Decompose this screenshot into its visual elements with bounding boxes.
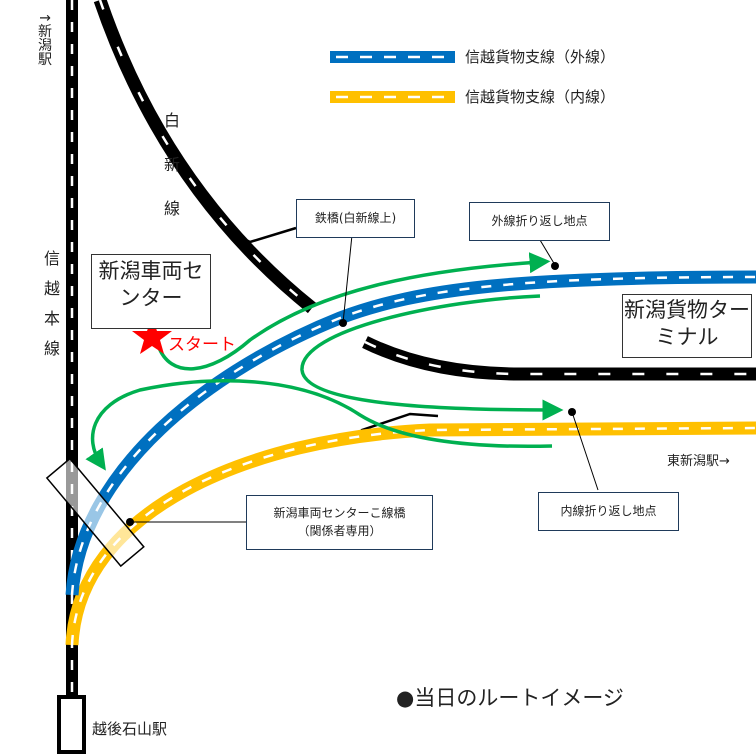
legend-inner-label: 信越貨物支線（内線）	[465, 88, 616, 106]
overpass-callout: 新潟車両センターこ線橋 （関係者専用）	[246, 495, 433, 550]
route-image-title: ●当日のルートイメージ	[396, 686, 624, 710]
bridge-point	[339, 319, 347, 327]
inner-line	[65, 421, 756, 646]
shinetsu-main-label: 信越本線	[41, 250, 60, 370]
higashi-niigata-label: 東新潟駅→	[667, 454, 730, 469]
outer-turn-callout: 外線折り返し地点	[469, 202, 610, 241]
bridge-callout: 鉄橋(白新線上)	[296, 199, 415, 238]
start-star-icon	[132, 317, 172, 354]
niigata-direction-label: ↑新潟駅	[36, 12, 52, 66]
overpass-point	[126, 518, 134, 526]
bridge-mark	[237, 226, 297, 244]
hakushin-label: 白新線	[161, 112, 180, 244]
start-label: スタート	[168, 335, 236, 355]
legend-outer-label: 信越貨物支線（外線）	[465, 48, 616, 66]
outer-line	[65, 270, 756, 596]
overpass-bridge	[45, 457, 145, 568]
center-label: 新潟車両センター	[91, 254, 211, 329]
echigo-ishiyama-station	[57, 695, 86, 754]
overpass-callout-line1: 新潟車両センターこ線橋	[273, 506, 406, 521]
route-arrows	[85, 252, 564, 471]
terminal-label: 新潟貨物ターミナル	[622, 294, 752, 358]
callout-leaders	[130, 234, 599, 523]
echigo-ishiyama-label: 越後石山駅	[92, 720, 168, 738]
overpass-callout-line2: （関係者専用）	[297, 523, 382, 538]
outer-turn-point	[551, 262, 559, 270]
inner-turn-point	[568, 408, 576, 416]
terminal-line	[362, 336, 756, 381]
hakushin-line	[93, 0, 317, 314]
inner-turn-callout: 内線折り返し地点	[538, 492, 679, 531]
